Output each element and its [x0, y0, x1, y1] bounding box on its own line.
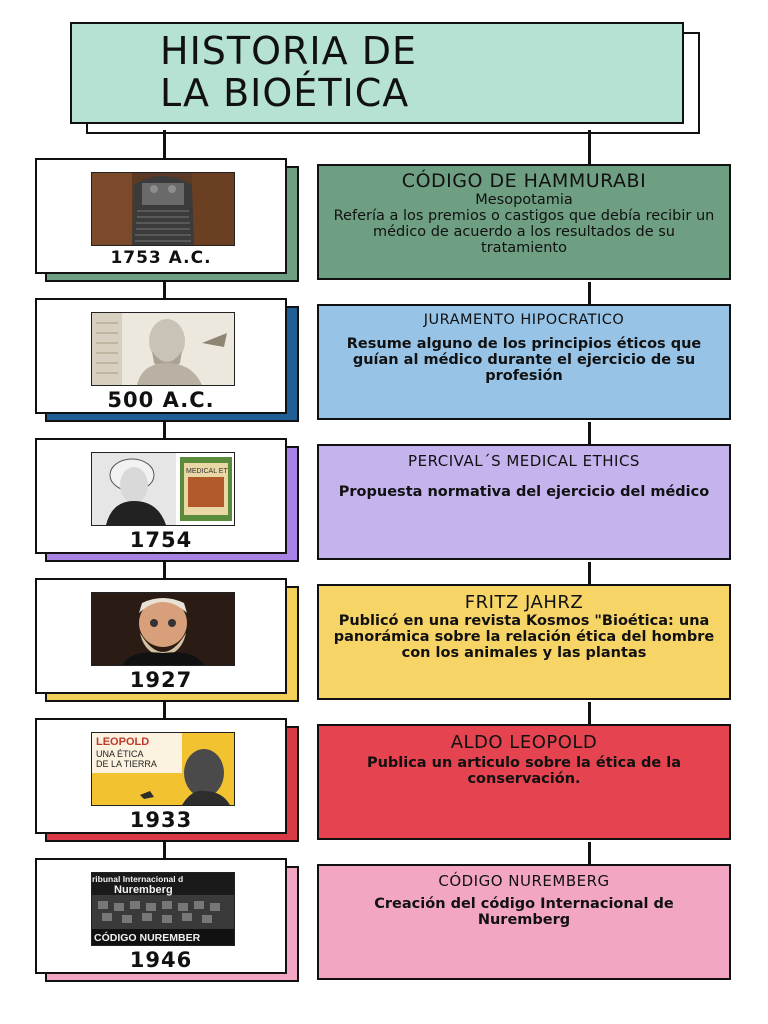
year-label: 1946: [129, 948, 193, 972]
event-heading: FRITZ JAHRZ: [464, 592, 584, 613]
timeline-date-card: LEOPOLD UNA ÉTICA DE LA TIERRA 1933: [35, 718, 287, 834]
event-description: Refería a los premios o castigos que deb…: [333, 208, 715, 256]
connector-line: [588, 562, 591, 584]
connector-line: [588, 422, 591, 444]
event-heading: CÓDIGO DE HAMMURABI: [401, 170, 647, 192]
connector-line: [588, 282, 591, 304]
event-heading: ALDO LEOPOLD: [450, 732, 598, 753]
connector-line: [588, 702, 591, 724]
connector-line: [588, 130, 591, 166]
title-line-1: HISTORIA DE: [160, 29, 417, 73]
event-subheading: Mesopotamia: [475, 192, 573, 208]
timeline-date-card: 500 A.C.: [35, 298, 287, 414]
event-heading: PERCIVAL´S MEDICAL ETHICS: [408, 452, 640, 470]
timeline-event-card: CÓDIGO DE HAMMURABI Mesopotamia Refería …: [317, 164, 731, 280]
cover-title-line-2: UNA ÉTICA: [96, 749, 144, 759]
connector-line: [163, 836, 166, 860]
event-heading: CÓDIGO NUREMBERG: [438, 872, 610, 890]
year-label: 1754: [129, 528, 193, 552]
timeline-event-card: CÓDIGO NUREMBERG Creación del código Int…: [317, 864, 731, 980]
timeline-date-card: 1927: [35, 578, 287, 694]
nuremberg-tribunal-image: ribunal Internacional d Nuremberg CÓDIGO…: [91, 872, 235, 946]
connector-line: [163, 556, 166, 580]
hippocrates-bust-image: [91, 312, 235, 386]
hammurabi-stele-image: [91, 172, 235, 246]
timeline-event-card: PERCIVAL´S MEDICAL ETHICS Propuesta norm…: [317, 444, 731, 560]
event-description: Propuesta normativa del ejercicio del mé…: [338, 484, 710, 500]
title-box: [70, 22, 684, 124]
connector-line: [163, 130, 166, 160]
event-heading: JURAMENTO HIPOCRATICO: [423, 312, 625, 328]
year-label: 1753 A.C.: [110, 248, 212, 268]
page-title: HISTORIA DE LA BIOÉTICA: [160, 30, 417, 114]
timeline-event-card: FRITZ JAHRZ Publicó en una revista Kosmo…: [317, 584, 731, 700]
year-label: 500 A.C.: [107, 388, 215, 412]
year-label: 1933: [129, 808, 193, 832]
percival-portrait-image: MEDICAL ET: [91, 452, 235, 526]
cover-title-line-3: DE LA TIERRA: [96, 759, 157, 769]
fritz-jahr-portrait-image: [91, 592, 235, 666]
connector-line: [163, 416, 166, 440]
connector-line: [588, 842, 591, 864]
timeline-date-card: ribunal Internacional d Nuremberg CÓDIGO…: [35, 858, 287, 974]
connector-line: [163, 276, 166, 300]
timeline-event-card: JURAMENTO HIPOCRATICO Resume alguno de l…: [317, 304, 731, 420]
image-caption-line-3: CÓDIGO NUREMBER: [94, 931, 201, 944]
event-description: Publicó en una revista Kosmos "Bioética:…: [333, 613, 715, 661]
svg-text:MEDICAL ET: MEDICAL ET: [186, 468, 228, 475]
cover-title-leopold: LEOPOLD: [96, 736, 149, 748]
leopold-book-cover-image: LEOPOLD UNA ÉTICA DE LA TIERRA: [91, 732, 235, 806]
timeline-date-card: MEDICAL ET 1754: [35, 438, 287, 554]
timeline-date-card: 1753 A.C.: [35, 158, 287, 274]
event-description: Creación del código Internacional de Nur…: [374, 896, 674, 928]
title-line-2: LA BIOÉTICA: [160, 71, 410, 115]
image-caption-line-2: Nuremberg: [114, 884, 173, 896]
image-caption-line-1: ribunal Internacional d: [92, 874, 183, 884]
event-description: Publica un articulo sobre la ética de la…: [366, 755, 682, 787]
connector-line: [163, 696, 166, 720]
timeline-event-card: ALDO LEOPOLD Publica un articulo sobre l…: [317, 724, 731, 840]
event-description: Resume alguno de los principios éticos q…: [346, 336, 702, 384]
year-label: 1927: [129, 668, 193, 692]
